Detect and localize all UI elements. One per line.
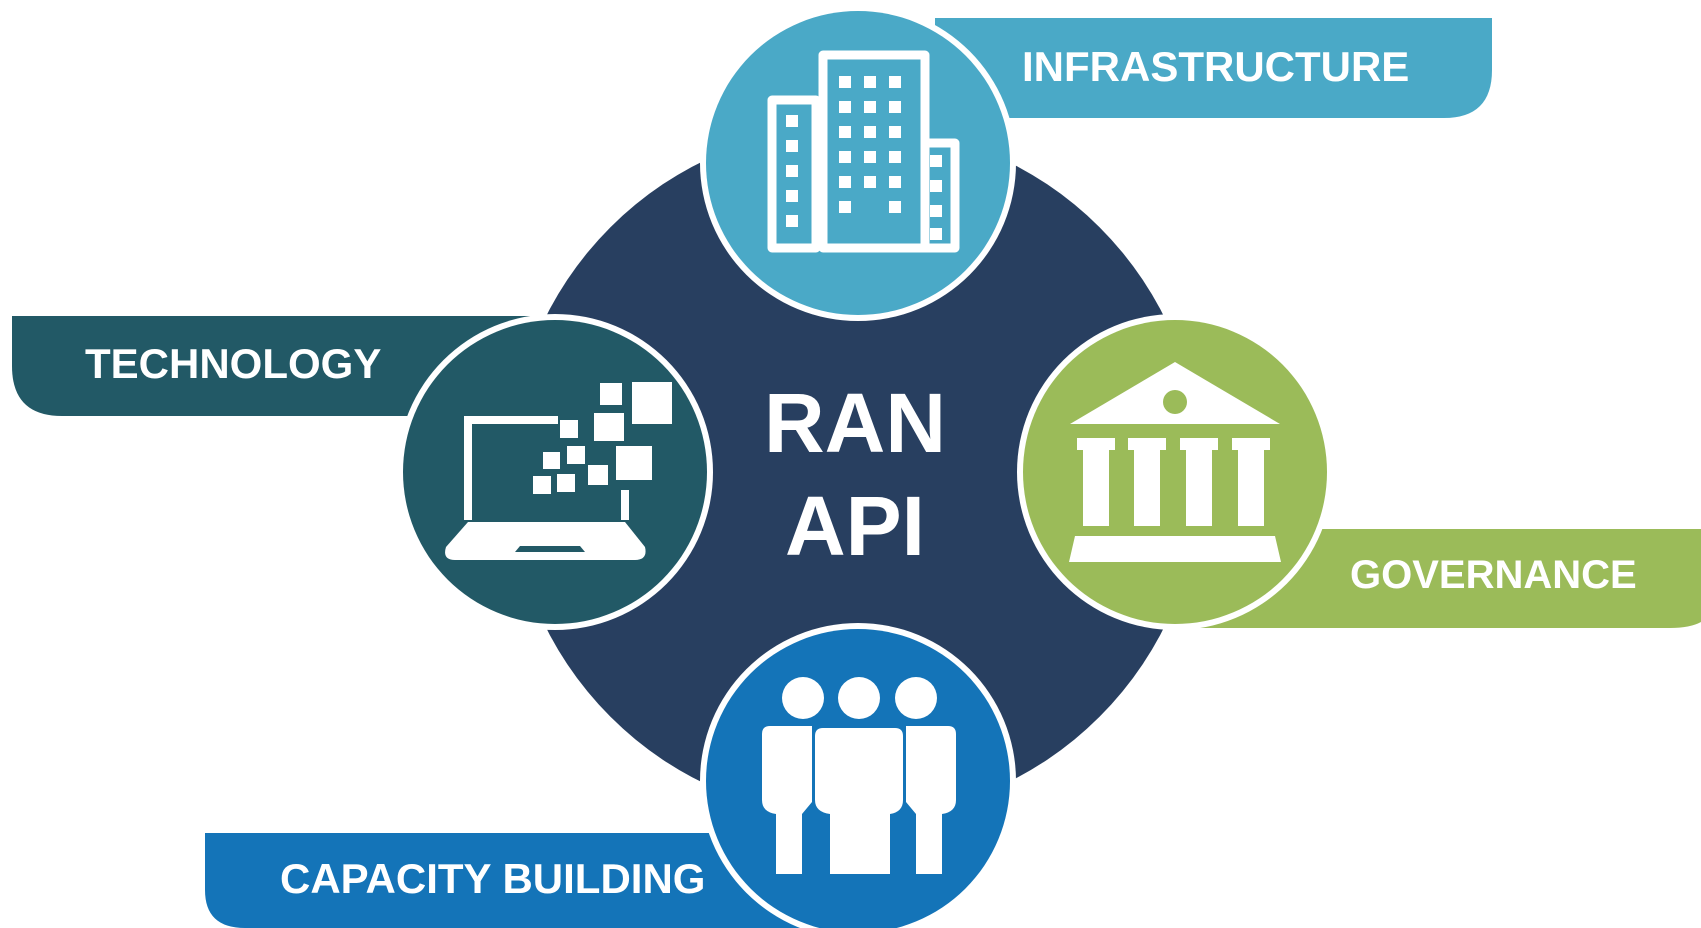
technology-label: TECHNOLOGY [85, 340, 381, 387]
capacity-label: CAPACITY BUILDING [280, 855, 705, 902]
building-icon [767, 50, 960, 253]
center-disk [509, 126, 1201, 818]
infrastructure-label: INFRASTRUCTURE [1022, 43, 1409, 90]
infrastructure-banner [935, 18, 1492, 118]
governance-node [1017, 314, 1333, 630]
governance-label: GOVERNANCE [1350, 553, 1637, 597]
technology-node [397, 314, 713, 630]
laptop-icon [445, 382, 672, 560]
center-title-line1: RAN [764, 376, 946, 470]
government-building-icon [1069, 362, 1281, 562]
governance-banner [1200, 529, 1701, 628]
people-group-icon [762, 677, 956, 874]
capacity-banner [205, 833, 800, 928]
center-title-line2: API [785, 479, 925, 573]
